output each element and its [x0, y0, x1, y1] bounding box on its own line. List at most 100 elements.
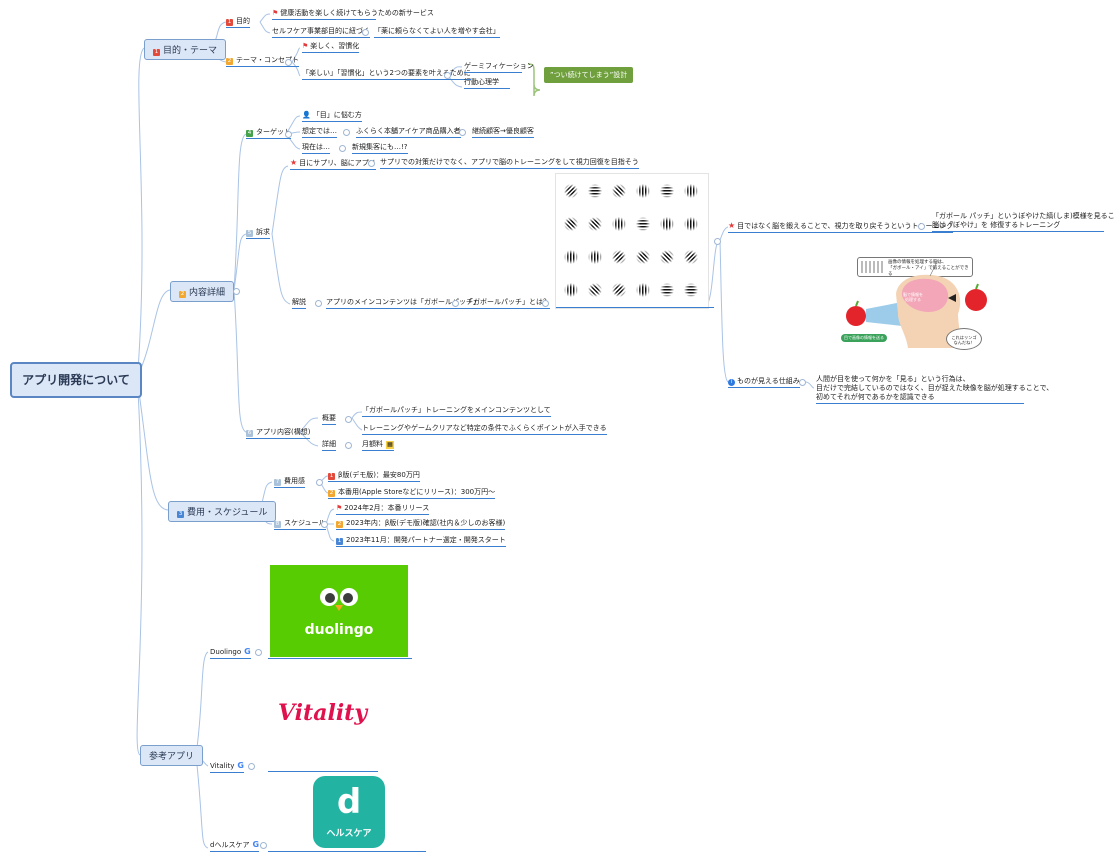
brain-training-node[interactable]: ★目ではなく脳を鍛えることで、視力を取り戻そうというトレーニング	[728, 221, 954, 233]
concept-item-3-text: ゲーミフィケーション	[464, 62, 534, 70]
target-item-4[interactable]: 継続顧客→優良顧客	[472, 127, 534, 138]
target-item-1[interactable]: 👤「目」に悩む方	[302, 111, 362, 122]
node-plan-label: アプリ内容(構想)	[256, 428, 311, 436]
gabor-patch	[609, 181, 629, 201]
gabor-desc-line-2: 脳は「ぼやけ」を 修復するトレーニング	[932, 221, 1061, 229]
flag-icon: ⚑	[336, 504, 343, 512]
target-item-5[interactable]: 現在は…	[302, 143, 330, 154]
priority-badge: 3	[177, 511, 184, 518]
bubble-line-2: 「ガボール・アイ」で鍛えることができる	[888, 266, 969, 277]
collapse-dot[interactable]	[233, 288, 240, 295]
priority-badge: 1	[328, 473, 335, 480]
collapse-dot[interactable]	[362, 29, 369, 36]
collapse-dot[interactable]	[321, 521, 328, 528]
google-icon[interactable]: G	[252, 840, 260, 849]
collapse-dot[interactable]	[260, 842, 267, 849]
plan-overview[interactable]: 概要	[322, 414, 336, 425]
collapse-dot[interactable]	[316, 479, 323, 486]
gabor-question-text: 「ガボールパッチ」とは？	[466, 298, 550, 306]
concept-item-4[interactable]: 行動心理学	[464, 78, 510, 89]
overview-item-1[interactable]: 「ガボールパッチ」トレーニングをメインコンテンツとして	[362, 406, 551, 417]
gabor-question-node[interactable]: 「ガボールパッチ」とは？	[466, 298, 550, 309]
summary-callout[interactable]: ”つい続けてしまう”設計	[544, 67, 634, 83]
gabor-patch	[585, 280, 605, 300]
google-icon[interactable]: G	[237, 761, 244, 770]
collapse-dot[interactable]	[285, 59, 292, 66]
overview-item-2[interactable]: トレーニングやゲームクリアなど特定の条件でふくらくポイントが入手できる	[362, 424, 607, 435]
ref-dhealthcare-text: dヘルスケア	[210, 841, 250, 849]
collapse-dot[interactable]	[339, 145, 346, 152]
see-mechanism-text: ものが見える仕組み	[737, 377, 800, 385]
gabor-patch	[633, 247, 653, 267]
target-item-6[interactable]: 新規集客にも…!?	[352, 143, 408, 154]
main-content-node[interactable]: アプリのメインコンテンツは「ガボールパッチ」	[326, 298, 480, 309]
mini-gabor-grid-icon	[861, 261, 883, 273]
collapse-dot[interactable]	[345, 416, 352, 423]
collapse-dot[interactable]	[918, 223, 925, 230]
priority-badge: 7	[274, 479, 281, 486]
collapse-dot[interactable]	[452, 300, 459, 307]
goal-item-1[interactable]: ⚑健康活動を楽しく続けてもらうための新サービス	[272, 9, 434, 20]
eye-caption: 目で画像の情報を送る	[841, 334, 887, 342]
overview-item-1-text: 「ガボールパッチ」トレーニングをメインコンテンツとして	[362, 406, 551, 414]
collapse-dot[interactable]	[444, 72, 451, 79]
collapse-dot[interactable]	[714, 238, 721, 245]
collapse-dot[interactable]	[459, 129, 466, 136]
goal-item-2[interactable]: セルフケア事業部目的に紐づく	[272, 27, 370, 38]
target-item-3[interactable]: ふくらく本舗アイケア商品購入者	[356, 127, 461, 138]
target-item-4-text: 継続顧客→優良顧客	[472, 127, 534, 135]
request-headline-desc[interactable]: サプリでの対策だけでなく、アプリで脳のトレーニングをして視力回復を目指そう	[380, 158, 639, 169]
concept-item-2[interactable]: 「楽しい」「習慣化」という2つの要素を叶えるために	[302, 69, 471, 80]
info-icon: i	[728, 379, 735, 386]
goal-item-3[interactable]: 「薬に頼らなくてよい人を増やす会社」	[374, 27, 500, 38]
google-icon[interactable]: G	[244, 647, 251, 656]
note-icon[interactable]: ▦	[386, 441, 394, 449]
concept-item-1[interactable]: ⚑楽しく、習慣化	[302, 42, 360, 53]
root-node[interactable]: アプリ開発について	[10, 362, 142, 398]
target-item-2[interactable]: 想定では…	[302, 127, 337, 138]
collapse-dot[interactable]	[368, 160, 375, 167]
collapse-dot[interactable]	[248, 763, 255, 770]
collapse-dot[interactable]	[542, 300, 549, 307]
collapse-dot[interactable]	[285, 131, 292, 138]
priority-badge: 1	[226, 19, 233, 26]
concept-item-3[interactable]: ゲーミフィケーション	[464, 62, 534, 73]
detail-item-1[interactable]: 月額料▦	[362, 440, 394, 451]
request-headline[interactable]: ★目にサプリ、脳にアプリ	[290, 158, 376, 170]
schedule-item-1[interactable]: ⚑2024年2月：本番リリース	[336, 504, 430, 515]
brain-label-line-1: 脳で情報を	[903, 292, 923, 297]
request-explain[interactable]: 解説	[292, 298, 306, 309]
detail-item-1-text: 月額料	[362, 440, 383, 448]
gabor-description[interactable]: 「ガボール パッチ」というぼやけた縞(しま)模様を見ることで、 脳は「ぼやけ」を…	[932, 212, 1116, 232]
collapse-dot[interactable]	[799, 379, 806, 386]
plan-detail[interactable]: 詳細	[322, 440, 336, 451]
target-item-2-text: 想定では…	[302, 127, 337, 135]
collapse-dot[interactable]	[315, 300, 322, 307]
branch-refs[interactable]: 参考アプリ	[140, 745, 204, 766]
see-description[interactable]: 人間が目を使って何かを「見る」という行為は、 目だけで完結しているのではなく、目…	[816, 375, 1054, 404]
see-desc-line-2: 目だけで完結しているのではなく、目が捉えた映像を脳が処理することで、	[816, 384, 1054, 392]
collapse-dot[interactable]	[345, 442, 352, 449]
collapse-dot[interactable]	[343, 129, 350, 136]
collapse-dot[interactable]	[255, 649, 262, 656]
branch-refs-label: 参考アプリ	[149, 752, 195, 762]
image-node-underline	[268, 851, 426, 852]
